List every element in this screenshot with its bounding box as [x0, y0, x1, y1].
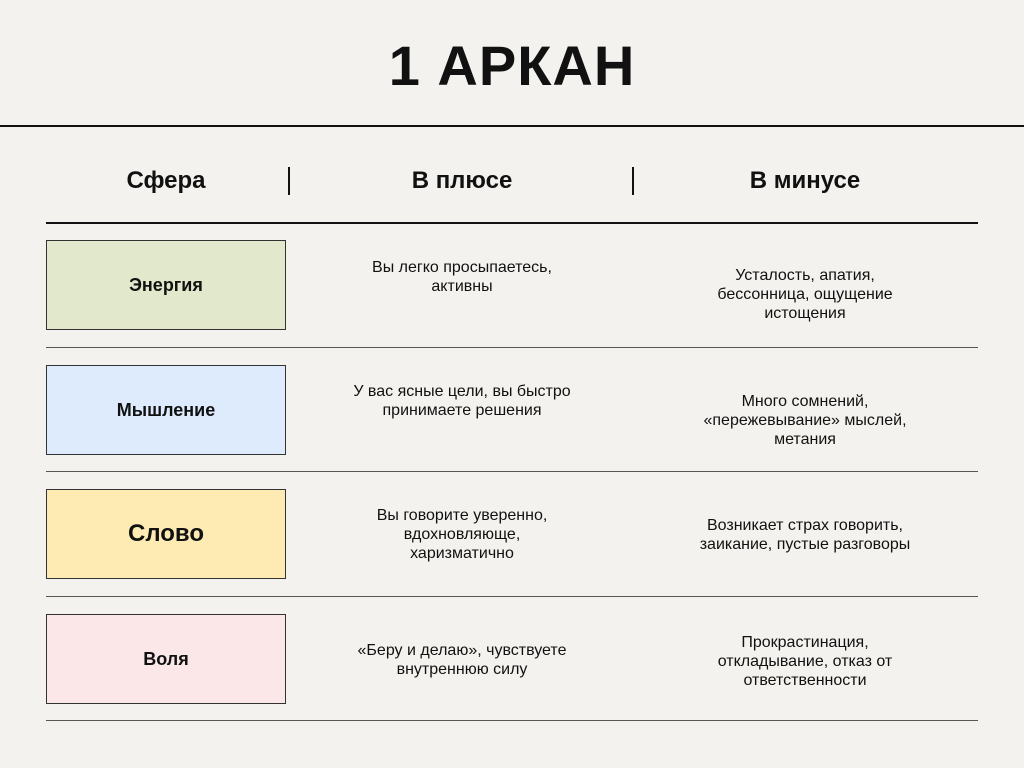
sphere-label: Энергия	[129, 274, 203, 295]
plus-cell: «Беру и делаю», чувствуете внутреннюю си…	[357, 642, 567, 678]
sphere-label-box: Воля	[46, 614, 286, 704]
minus-cell: Усталость, апатия, бессонница, ощущение …	[717, 267, 893, 322]
column-header-minus: В минусе	[749, 167, 861, 194]
sphere-label-box: Слово	[46, 489, 286, 579]
column-header-sphere: Сфера	[126, 167, 206, 194]
row-divider	[46, 596, 978, 597]
header-divider	[46, 222, 978, 224]
column-separator	[632, 167, 634, 195]
plus-cell: Вы легко просыпаетесь, активны	[372, 259, 552, 295]
row-divider	[46, 720, 978, 721]
sphere-label-box: Энергия	[46, 240, 286, 330]
minus-cell: Возникает страх говорить, заикание, пуст…	[699, 517, 911, 553]
sphere-label-box: Мышление	[46, 365, 286, 455]
title-divider	[0, 125, 1024, 127]
sphere-label: Мышление	[116, 399, 216, 420]
sphere-label: Слово	[127, 520, 205, 547]
column-header-plus: В плюсе	[411, 167, 513, 194]
plus-cell: У вас ясные цели, вы быстро принимаете р…	[353, 383, 571, 419]
column-separator	[288, 167, 290, 195]
minus-cell: Прокрастинация, откладывание, отказ от о…	[717, 634, 893, 689]
row-divider	[46, 347, 978, 348]
sphere-label: Воля	[143, 648, 189, 669]
page-title: 1 АРКАН	[388, 34, 636, 97]
plus-cell: Вы говорите уверенно, вдохновляюще, хари…	[376, 507, 548, 562]
minus-cell: Много сомнений, «пережевывание» мыслей, …	[703, 393, 907, 448]
row-divider	[46, 471, 978, 472]
